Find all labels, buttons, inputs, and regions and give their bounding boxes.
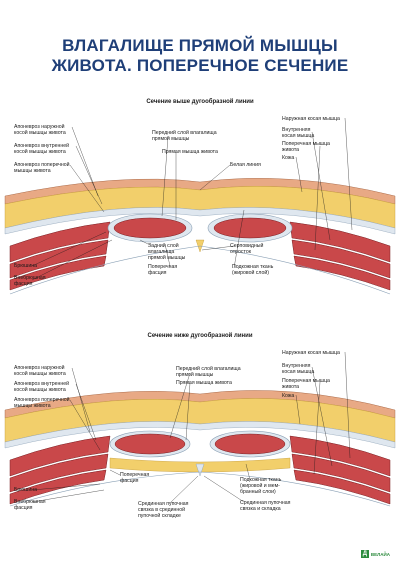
label-bottom-internal-oblique: Внутренняя косая мышца <box>282 363 315 375</box>
label-top-internal-oblique: Внутренняя косая мышца <box>282 127 315 139</box>
label-bottom-anterior-layer: Передний слой влагалища прямой мышцы <box>176 366 241 378</box>
label-bottom-median-umbilical: Срединная пупочная связка в срединной пу… <box>138 501 189 519</box>
label-bottom-transversalis-fascia: Поперечная фасция <box>120 472 150 484</box>
label-bottom-external-oblique: Наружная косая мышца <box>282 350 340 356</box>
label-top-transverse: Поперечная мышца живота <box>282 141 330 153</box>
logo-mark-icon: Д <box>360 550 369 558</box>
brand-logo: Д ВЕЛАЙА <box>360 550 390 558</box>
label-bottom-aponeurosis-external: Апоневроз наружной косой мышцы живота <box>14 365 66 377</box>
label-top-linea-alba: Белая линия <box>230 162 261 168</box>
section-bottom-heading: Сечение ниже дугообразной линии <box>147 333 253 339</box>
label-top-peritoneum: Брюшина <box>14 263 37 269</box>
label-top-aponeurosis-external: Апоневроз наружной косой мышцы живота <box>14 124 66 136</box>
cross-section-below-arcuate-line <box>4 390 396 507</box>
label-top-falciform: Серповидный отросток <box>230 243 264 255</box>
label-bottom-skin: Кожа <box>282 393 295 399</box>
label-top-skin: Кожа <box>282 155 295 161</box>
label-bottom-subcutaneous: Подкожная ткань (жировой и мем- бранный … <box>240 477 282 495</box>
label-top-aponeurosis-transverse: Апоневроз поперечной мышцы живота <box>14 162 70 174</box>
section-top-heading: Сечение выше дугообразной линии <box>146 99 254 105</box>
label-bottom-aponeurosis-internal: Апоневроз внутренней косой мышцы живота <box>14 381 70 393</box>
page-title-line2: ЖИВОТА. ПОПЕРЕЧНОЕ СЕЧЕНИЕ <box>51 56 349 75</box>
label-top-anterior-layer: Передний слой влагалища прямой мышцы <box>152 130 217 142</box>
logo-text: ВЕЛАЙА <box>370 551 390 557</box>
label-bottom-median-umbilical-fold: Срединная пупочная связка и складка <box>240 500 291 512</box>
label-top-transversalis-fascia: Поперечная фасция <box>148 264 178 276</box>
label-top-extraperitoneal-fascia: Внебрюшная фасция <box>14 275 46 287</box>
label-top-posterior-layer: Задний слой влагалища прямой мышцы <box>148 243 186 261</box>
label-top-rectus: Прямая мышца живота <box>162 149 218 155</box>
label-bottom-rectus: Прямая мышца живота <box>176 380 232 386</box>
label-bottom-peritoneum: Брюшина <box>14 487 37 493</box>
cross-section-above-arcuate-line <box>4 178 396 295</box>
page-title-line1: ВЛАГАЛИЩЕ ПРЯМОЙ МЫШЦЫ <box>62 36 338 55</box>
label-bottom-extraperitoneal-fascia: Внебрюшная фасция <box>14 499 46 511</box>
label-bottom-transverse: Поперечная мышца живота <box>282 378 330 390</box>
label-bottom-aponeurosis-transverse: Апоневроз поперечной мышцы живота <box>14 397 70 409</box>
label-top-external-oblique: Наружная косая мышца <box>282 116 340 122</box>
label-top-aponeurosis-internal: Апоневроз внутренней косой мышцы живота <box>14 143 70 155</box>
label-top-subcutaneous: Подкожная ткань (жировой слой) <box>232 264 274 276</box>
